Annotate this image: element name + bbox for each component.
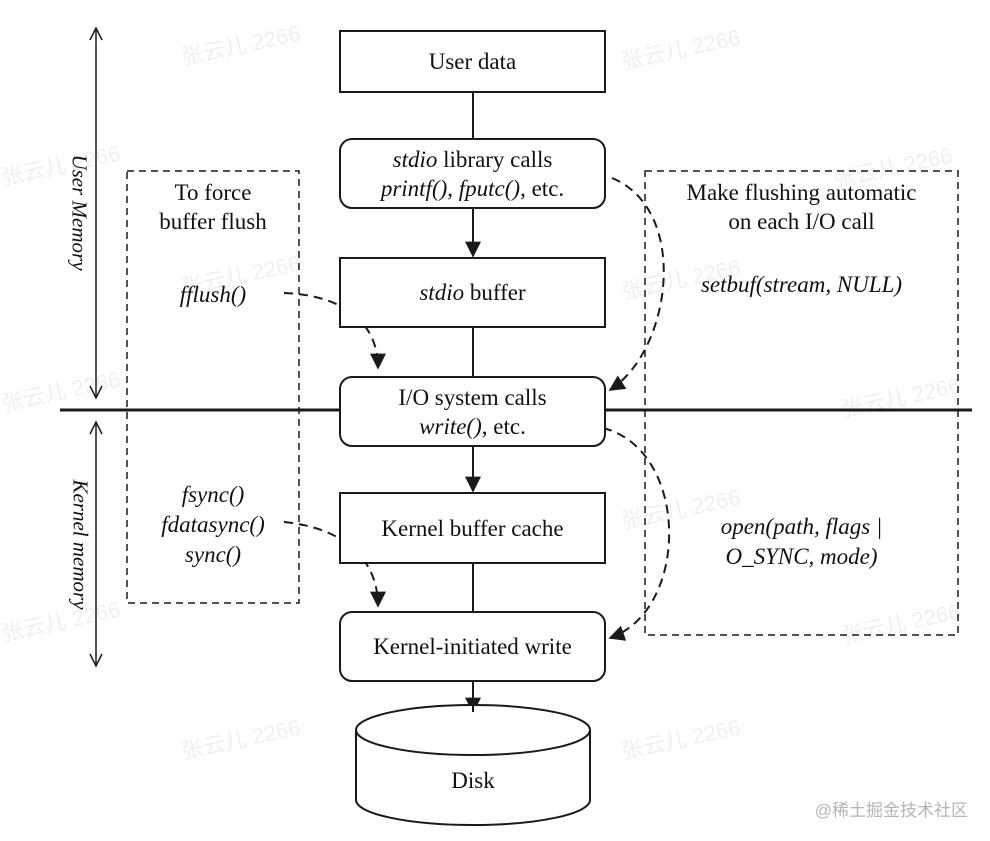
disk-cylinder — [355, 704, 591, 826]
fflush-arrow — [283, 292, 386, 370]
kernel-write-label: Kernel-initiated write — [373, 634, 572, 659]
setbuf-arrow — [608, 177, 665, 391]
force-flush-title-line1: To force — [174, 180, 252, 205]
kernel-buffer-cache-box: Kernel buffer cache — [339, 492, 606, 564]
kernel-memory-label: Kernel memory — [68, 479, 93, 610]
open-osync-line1: open(path, flags | — [720, 514, 883, 539]
user-data-label: User data — [428, 49, 517, 74]
stdio-calls-line2: printf(), fputc(), etc. — [380, 175, 565, 201]
sync-label: sync() — [184, 542, 242, 567]
setbuf-label: setbuf(stream, NULL) — [700, 272, 903, 297]
force-flush-panel — [126, 170, 300, 604]
io-calls-line2: write(), etc. — [419, 413, 526, 439]
stdio-library-calls-box: stdio library calls printf(), fputc(), e… — [339, 138, 606, 209]
source-credit: @稀土掘金技术社区 — [814, 801, 968, 820]
stdio-buffer-box: stdio buffer — [339, 257, 606, 328]
kernel-initiated-write-box: Kernel-initiated write — [339, 611, 606, 682]
open-osync-line2: O_SYNC, mode) — [725, 544, 878, 569]
fflush-label: fflush() — [179, 282, 247, 307]
stdio-buffer-label: stdio buffer — [419, 280, 526, 305]
fsync-label: fsync() — [181, 482, 245, 507]
auto-flush-panel — [644, 170, 959, 636]
auto-flush-title-line1: Make flushing automatic — [686, 180, 917, 205]
auto-flush-title-line2: on each I/O call — [728, 209, 875, 234]
osync-arrow — [602, 427, 671, 641]
user-data-box: User data — [339, 30, 606, 93]
user-memory-label: User Memory — [67, 154, 92, 271]
kernel-cache-label: Kernel buffer cache — [381, 515, 564, 541]
io-system-calls-box: I/O system calls write(), etc. — [339, 376, 606, 447]
stdio-calls-line1: stdio library calls — [392, 146, 553, 172]
force-flush-title-line2: buffer flush — [159, 209, 267, 234]
disk-label: Disk — [451, 768, 495, 793]
fdatasync-label: fdatasync() — [161, 512, 265, 537]
io-calls-line1: I/O system calls — [398, 384, 547, 410]
